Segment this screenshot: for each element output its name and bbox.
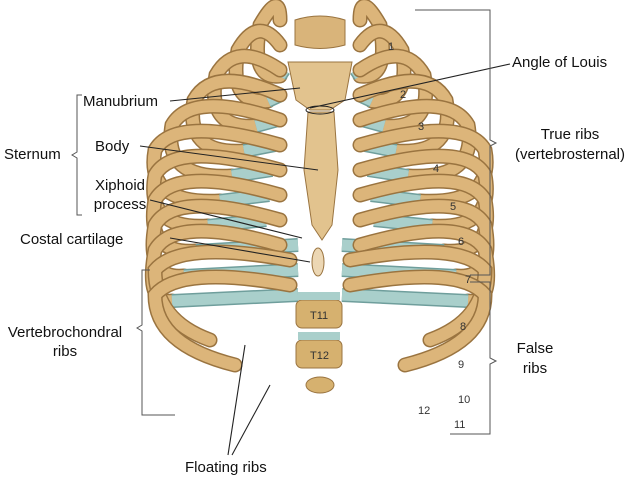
label-sternum: Sternum (4, 146, 61, 163)
rib-4 (354, 75, 454, 158)
rib-number-3: 3 (418, 121, 424, 133)
label-manubrium: Manubrium (83, 93, 159, 110)
label-costal-cartilage: Costal cartilage (20, 231, 124, 248)
rib-number-7: 7 (465, 274, 471, 286)
rib-6 (354, 125, 493, 208)
intervertebral-disc (298, 292, 340, 300)
leader-lines (139, 63, 511, 456)
sternum-bone (287, 15, 353, 277)
xiphoid-bone (311, 247, 325, 277)
rib-11 (344, 246, 492, 346)
costal-cartilage-10 (171, 289, 299, 307)
vertebra-label: T11 (310, 310, 328, 322)
label-body: Body (95, 138, 130, 155)
label-true-ribs-sub: (vertebrosternal) (514, 146, 626, 163)
clavicle-notch (294, 15, 346, 49)
rib-number-8: 8 (460, 321, 466, 333)
rib-number-10: 10 (458, 394, 470, 406)
rib-number-1: 1 (388, 41, 394, 53)
rib-number-9: 9 (458, 359, 464, 371)
label-false-ribs-1: False (516, 340, 554, 357)
ribs (144, 0, 496, 373)
vertebra-l1-process (305, 376, 335, 394)
rib-5 (354, 100, 476, 183)
rib-6 (147, 125, 286, 208)
brackets (71, 9, 498, 435)
label-true-ribs: True ribs (540, 126, 600, 143)
label-vertebrochondral-2: ribs (52, 343, 78, 360)
rib-12 (344, 271, 492, 371)
manubrium-bone (287, 61, 353, 111)
rib-9 (354, 200, 494, 283)
rib-5 (164, 100, 286, 183)
rib-11 (148, 246, 296, 346)
label-vertebrochondral-1: Vertebrochondral (7, 324, 123, 341)
rib-number-4: 4 (433, 163, 439, 175)
rib-12 (148, 271, 296, 371)
sternum-body-bone (303, 111, 339, 241)
intervertebral-disc (298, 332, 340, 340)
label-floating-ribs: Floating ribs (185, 459, 267, 476)
rib-8 (147, 175, 286, 258)
costal-cartilage-10 (341, 289, 469, 307)
rib-number-12: 12 (418, 405, 430, 417)
vertebra-label: T12 (310, 350, 329, 362)
rib-number-5: 5 (450, 201, 456, 213)
label-false-ribs-2: ribs (522, 360, 548, 377)
rib-9 (146, 200, 286, 283)
rib-number-2: 2 (400, 89, 406, 101)
label-xiphoid-2: process (93, 196, 147, 213)
rib-7 (354, 150, 493, 233)
rib-4 (186, 75, 286, 158)
rib-8 (354, 175, 493, 258)
rib-number-6: 6 (458, 236, 464, 248)
rib-number-11: 11 (454, 419, 465, 431)
label-angle-of-louis: Angle of Louis (512, 54, 608, 71)
label-xiphoid-1: Xiphoid (94, 177, 146, 194)
